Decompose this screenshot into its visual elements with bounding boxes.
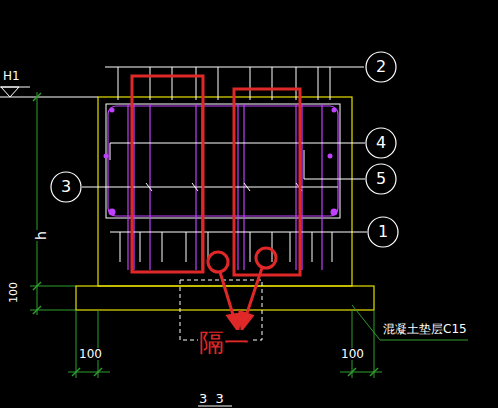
annotation-label: 隔一: [198, 330, 250, 355]
elevation-label: H1: [2, 70, 21, 82]
callout-circle: 4: [365, 127, 397, 159]
callout-circle: 1: [367, 216, 399, 248]
callout-number: 3: [61, 179, 71, 195]
dimension-label: h: [34, 231, 48, 242]
dimension-label: 100: [8, 281, 19, 304]
callout-number: 1: [378, 224, 388, 240]
callout-number: 2: [376, 59, 386, 75]
callout-circle: 5: [365, 163, 397, 195]
callout-circle: 3: [50, 171, 82, 203]
note-label: 混凝土垫层C15: [382, 323, 468, 335]
dimension-label: 100: [78, 348, 103, 360]
section-label: 3 3: [198, 392, 225, 405]
callout-circle: 2: [365, 51, 397, 83]
callout-number: 5: [376, 171, 386, 187]
dimension-label: 100: [340, 348, 365, 360]
callout-number: 4: [376, 135, 386, 151]
